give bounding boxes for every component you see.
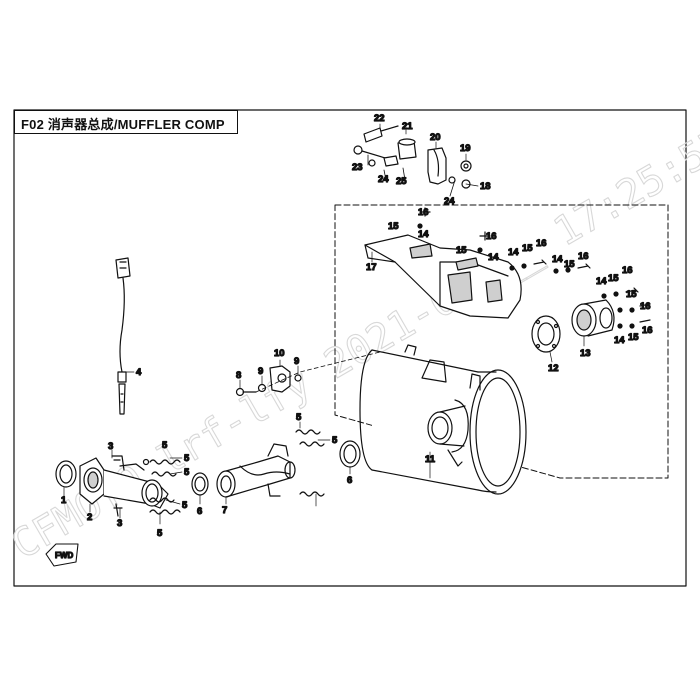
callout-25: 25 — [396, 176, 407, 187]
callout-16: 16 — [622, 265, 633, 276]
mounting-bracket[interactable] — [427, 147, 456, 185]
callout-14: 14 — [552, 254, 563, 265]
callout-1: 1 — [61, 495, 67, 506]
leader-lines — [63, 123, 585, 525]
fastener-row-right[interactable] — [601, 287, 651, 329]
page-title: F02 消声器总成/MUFFLER COMP — [21, 117, 225, 132]
fastener-top-15-16[interactable] — [417, 207, 491, 253]
oxygen-sensor[interactable] — [115, 257, 131, 415]
callout-21: 21 — [402, 121, 413, 132]
callout-15: 15 — [626, 289, 637, 300]
callout-16: 16 — [536, 238, 547, 249]
callout-15: 15 — [564, 259, 575, 270]
callout-15: 15 — [522, 243, 533, 254]
callout-14: 14 — [596, 276, 607, 287]
washer-24[interactable] — [368, 159, 376, 167]
callout-5: 5 — [296, 412, 302, 423]
heat-shield[interactable] — [364, 234, 522, 319]
watermark: CFMOTO lrf-lfy 2021-05-__ 17:25:57 — [4, 119, 700, 568]
spring-5-c[interactable] — [149, 509, 181, 515]
rubber-clamp-10[interactable] — [269, 365, 291, 393]
bolt-8[interactable] — [235, 387, 257, 397]
callout-5: 5 — [162, 440, 168, 451]
spring-5-g[interactable] — [299, 491, 325, 497]
seal-ring-6-a[interactable] — [191, 472, 209, 496]
callout-8: 8 — [236, 370, 241, 381]
callout-10: 10 — [274, 348, 285, 359]
callout-19: 19 — [460, 143, 471, 154]
callout-14: 14 — [418, 229, 429, 240]
washer-9-b[interactable] — [294, 374, 302, 382]
callout-16: 16 — [578, 251, 589, 262]
callout-2: 2 — [87, 512, 92, 523]
callout-24: 24 — [378, 174, 389, 185]
callout-14: 14 — [488, 252, 499, 263]
callout-9: 9 — [294, 356, 299, 367]
collar-25[interactable] — [383, 155, 399, 167]
callout-17: 17 — [366, 262, 377, 273]
callout-14: 14 — [614, 335, 625, 346]
rubber-bushing[interactable] — [397, 138, 417, 160]
spring-5-e[interactable] — [295, 429, 321, 435]
forward-arrow: FWD — [45, 543, 79, 567]
callout-6: 6 — [347, 475, 352, 486]
callout-18: 18 — [480, 181, 491, 192]
end-cap-13[interactable] — [571, 299, 615, 337]
callout-labels: 1 2 3 3 4 5 5 5 5 5 5 5 6 6 7 8 9 9 10 1… — [60, 112, 653, 539]
callout-11: 11 — [425, 454, 436, 465]
mid-pipe-7[interactable] — [216, 443, 296, 498]
diagram-frame — [13, 109, 687, 587]
callout-4: 4 — [136, 367, 142, 378]
callout-5: 5 — [182, 500, 188, 511]
callout-15: 15 — [628, 332, 639, 343]
callout-13: 13 — [580, 348, 591, 359]
spring-5-d[interactable] — [149, 497, 175, 503]
callout-12: 12 — [548, 363, 559, 374]
callout-14: 14 — [508, 247, 519, 258]
callout-15: 15 — [388, 221, 399, 232]
callout-16: 16 — [642, 325, 653, 336]
spring-5-f[interactable] — [299, 441, 325, 447]
callout-5: 5 — [184, 467, 190, 478]
callout-7: 7 — [222, 505, 227, 516]
callout-5: 5 — [332, 435, 338, 446]
fastener-row-upper[interactable] — [509, 259, 591, 274]
callout-3: 3 — [108, 441, 113, 452]
callout-6: 6 — [197, 506, 202, 517]
bolt-22[interactable] — [363, 125, 399, 143]
callout-5: 5 — [157, 528, 163, 539]
callout-16: 16 — [418, 207, 429, 218]
assembly-boundary — [334, 204, 669, 479]
seal-ring-6-b[interactable] — [339, 440, 361, 468]
title-box: F02 消声器总成/MUFFLER COMP — [14, 110, 238, 134]
gasket-1[interactable] — [55, 460, 77, 488]
callout-15: 15 — [608, 273, 619, 284]
callout-5: 5 — [184, 453, 190, 464]
callout-20: 20 — [430, 132, 441, 143]
callout-3: 3 — [117, 518, 122, 529]
spring-5-a[interactable] — [142, 458, 181, 466]
callout-9: 9 — [258, 366, 263, 377]
callout-23: 23 — [352, 162, 363, 173]
exhaust-flange-2[interactable] — [79, 457, 105, 505]
muffler-body[interactable] — [359, 344, 527, 495]
nut-19[interactable] — [460, 160, 472, 172]
callout-22: 22 — [374, 113, 385, 124]
callout-15: 15 — [456, 245, 467, 256]
callout-16: 16 — [640, 301, 651, 312]
spring-5-b[interactable] — [151, 471, 177, 477]
svg-text:FWD: FWD — [55, 551, 73, 560]
gasket-12[interactable] — [531, 315, 561, 353]
callout-16: 16 — [486, 231, 497, 242]
callout-24: 24 — [444, 196, 455, 207]
